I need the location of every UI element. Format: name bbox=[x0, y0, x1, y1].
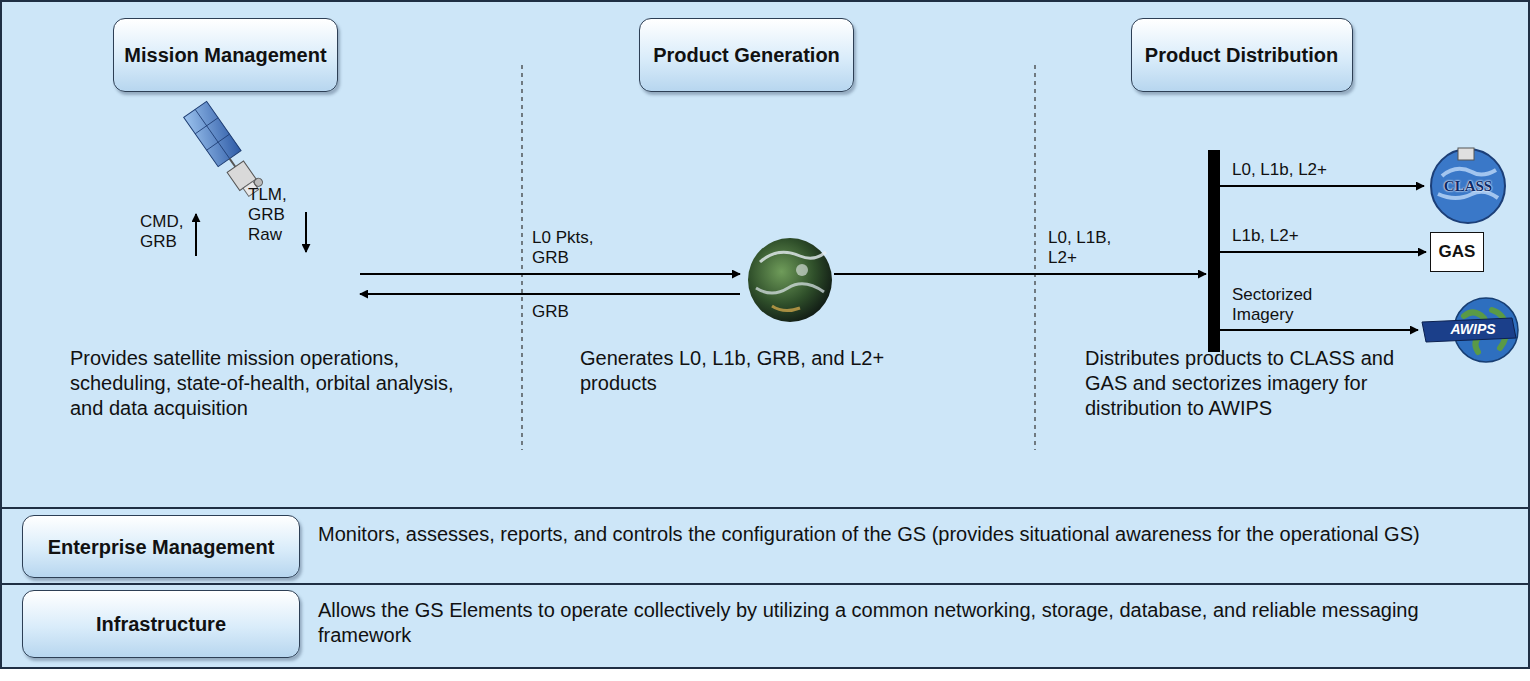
logo-text: CLASS bbox=[1444, 178, 1492, 195]
flow-arrow bbox=[834, 273, 1206, 275]
description-text: Generates L0, L1b, GRB, and L2+ products bbox=[580, 346, 920, 396]
earth-globe bbox=[748, 238, 832, 322]
box-title: Mission Management bbox=[116, 43, 334, 67]
flow-label: GRB bbox=[532, 302, 592, 322]
box-title: Infrastructure bbox=[88, 612, 234, 636]
flow-label: L1b, L2+ bbox=[1232, 226, 1382, 246]
flow-arrow bbox=[1220, 185, 1424, 187]
logo-text: AWIPS bbox=[1450, 321, 1495, 337]
flow-label: L0, L1b, L2+ bbox=[1232, 160, 1382, 180]
class-logo: CLASS bbox=[1428, 146, 1508, 226]
box-title: GAS bbox=[1439, 242, 1476, 262]
distribution-bar bbox=[1208, 150, 1220, 352]
section-header: Product Generation bbox=[639, 18, 854, 92]
awips-logo: AWIPS bbox=[1420, 296, 1526, 364]
band-divider bbox=[0, 583, 1530, 585]
description-text: Provides satellite mission operations, s… bbox=[70, 346, 490, 421]
element-box: Enterprise Management bbox=[22, 515, 300, 578]
flow-label: TLM, GRB Raw bbox=[248, 185, 300, 245]
flow-label: L0, L1B, L2+ bbox=[1048, 228, 1128, 268]
box-title: Product Generation bbox=[645, 43, 848, 67]
downlink-arrow bbox=[305, 212, 307, 252]
section-header: Mission Management bbox=[113, 18, 338, 92]
description-text: Monitors, assesses, reports, and control… bbox=[318, 522, 1508, 547]
description-text: Allows the GS Elements to operate collec… bbox=[318, 598, 1508, 648]
section-divider bbox=[1034, 65, 1035, 450]
flow-arrow bbox=[1220, 251, 1426, 253]
system-box: GAS bbox=[1430, 232, 1484, 272]
panel-border bbox=[1, 1, 1529, 668]
flow-arrow bbox=[360, 293, 740, 295]
band-divider bbox=[0, 507, 1530, 509]
description-text: Distributes products to CLASS and GAS an… bbox=[1085, 346, 1430, 421]
section-header: Product Distribution bbox=[1131, 18, 1353, 92]
box-title: Enterprise Management bbox=[40, 535, 283, 559]
section-divider bbox=[521, 65, 522, 450]
flow-arrow bbox=[360, 273, 740, 275]
flow-label: L0 Pkts, GRB bbox=[532, 228, 624, 268]
uplink-arrow bbox=[195, 214, 197, 256]
box-title: Product Distribution bbox=[1137, 43, 1346, 67]
element-box: Infrastructure bbox=[22, 590, 300, 658]
flow-arrow bbox=[1220, 329, 1418, 331]
flow-label: CMD, GRB bbox=[140, 212, 190, 252]
flow-label: Sectorized Imagery bbox=[1232, 285, 1332, 325]
